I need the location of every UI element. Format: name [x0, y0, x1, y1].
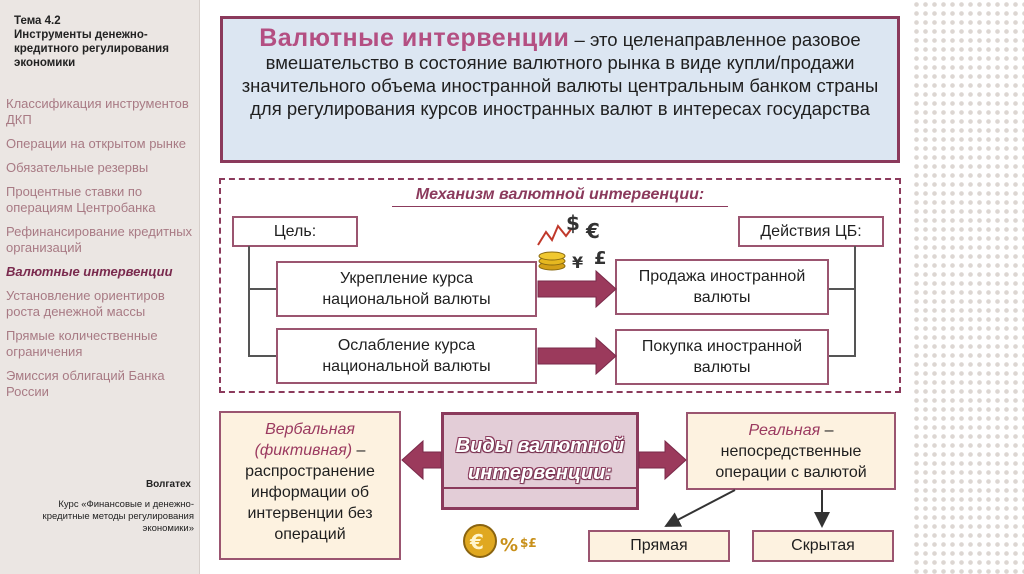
- decorative-dots: [912, 0, 1024, 574]
- actions-bracket: [826, 246, 856, 357]
- arrow-strengthen-to-sell: [537, 269, 617, 309]
- definition-text-rest: разовое вмешательство в состояние валютн…: [241, 29, 879, 119]
- action-sell: Продажа иностранной валюты: [615, 259, 829, 315]
- goal-bracket: [248, 246, 278, 357]
- svg-text:€: €: [585, 219, 600, 243]
- mechanism-title-underline: [392, 206, 728, 207]
- definition-text-first: – это целенаправленное: [569, 29, 787, 50]
- sidebar-item-currency-interventions[interactable]: Валютные интервенции: [6, 264, 173, 279]
- euro-percent-icon: € % $£: [463, 524, 537, 558]
- sidebar-item-interest-rates[interactable]: Процентные ставки по операциям Центробан…: [6, 184, 156, 215]
- course-name: Курс «Финансовые и денежно-кредитные мет…: [42, 499, 194, 534]
- topic-title: Тема 4.2 Инструменты денежно-кредитного …: [14, 15, 169, 69]
- types-title: Виды валютной интервенции:: [444, 433, 636, 489]
- sidebar-item-open-market[interactable]: Операции на открытом рынке: [6, 136, 187, 151]
- direct-box: Прямая: [588, 530, 730, 562]
- sidebar-item-quantitative-limits[interactable]: Прямые количественные ограничения: [6, 328, 158, 359]
- svg-text:%: %: [500, 535, 518, 556]
- definition-text: Валютные интервенции – это целенаправлен…: [233, 24, 887, 120]
- verbal-dash: –: [352, 442, 366, 459]
- svg-text:¥: ¥: [572, 253, 583, 272]
- svg-text:£: £: [594, 248, 607, 269]
- arrow-types-to-verbal: [401, 439, 442, 481]
- arrow-types-to-real: [638, 439, 687, 481]
- sidebar-nav: Классификация инструментов ДКП Операции …: [6, 96, 196, 408]
- verbal-text: распространение информации об интервенци…: [245, 463, 375, 543]
- definition-title: Валютные интервенции: [259, 24, 570, 52]
- definition-box: Валютные интервенции – это целенаправлен…: [220, 16, 900, 163]
- real-dash: –: [820, 422, 834, 439]
- arrow-real-to-direct: [664, 489, 736, 527]
- svg-text:€: €: [469, 530, 484, 554]
- verbal-title: Вербальная (фиктивная): [254, 421, 355, 459]
- goal-strengthen: Укрепление курса национальной валюты: [276, 261, 537, 317]
- currency-symbols-icon: $ € ¥ £: [537, 211, 607, 272]
- svg-text:$: $: [566, 211, 580, 235]
- arrow-weaken-to-buy: [537, 336, 617, 376]
- sidebar-item-refinancing[interactable]: Рефинансирование кредитных организаций: [6, 224, 193, 255]
- org-name: Волгатех: [145, 479, 191, 490]
- sidebar-item-money-supply[interactable]: Установление ориентиров роста денежной м…: [6, 288, 165, 319]
- svg-text:$£: $£: [520, 536, 537, 550]
- action-buy: Покупка иностранной валюты: [615, 329, 829, 385]
- mechanism-title: Механизм валютной интервенции:: [415, 186, 705, 203]
- real-box: Реальная – непосредственные операции с в…: [686, 412, 896, 490]
- real-title: Реальная: [748, 422, 821, 439]
- hidden-box: Скрытая: [752, 530, 894, 562]
- sidebar-item-bonds[interactable]: Эмиссия облигаций Банка России: [6, 368, 165, 399]
- types-box: Виды валютной интервенции:: [441, 412, 639, 510]
- goal-weaken: Ослабление курса национальной валюты: [276, 328, 537, 384]
- mechanism-panel: Механизм валютной интервенции:: [219, 178, 901, 393]
- sidebar-item-classification[interactable]: Классификация инструментов ДКП: [6, 96, 189, 127]
- real-text: непосредственные операции с валютой: [715, 443, 867, 481]
- sidebar: Тема 4.2 Инструменты денежно-кредитного …: [0, 0, 200, 574]
- verbal-box: Вербальная (фиктивная) – распространение…: [219, 411, 401, 560]
- sidebar-item-reserves[interactable]: Обязательные резервы: [6, 160, 149, 175]
- actions-label: Действия ЦБ:: [738, 216, 884, 247]
- goal-label: Цель:: [232, 216, 358, 247]
